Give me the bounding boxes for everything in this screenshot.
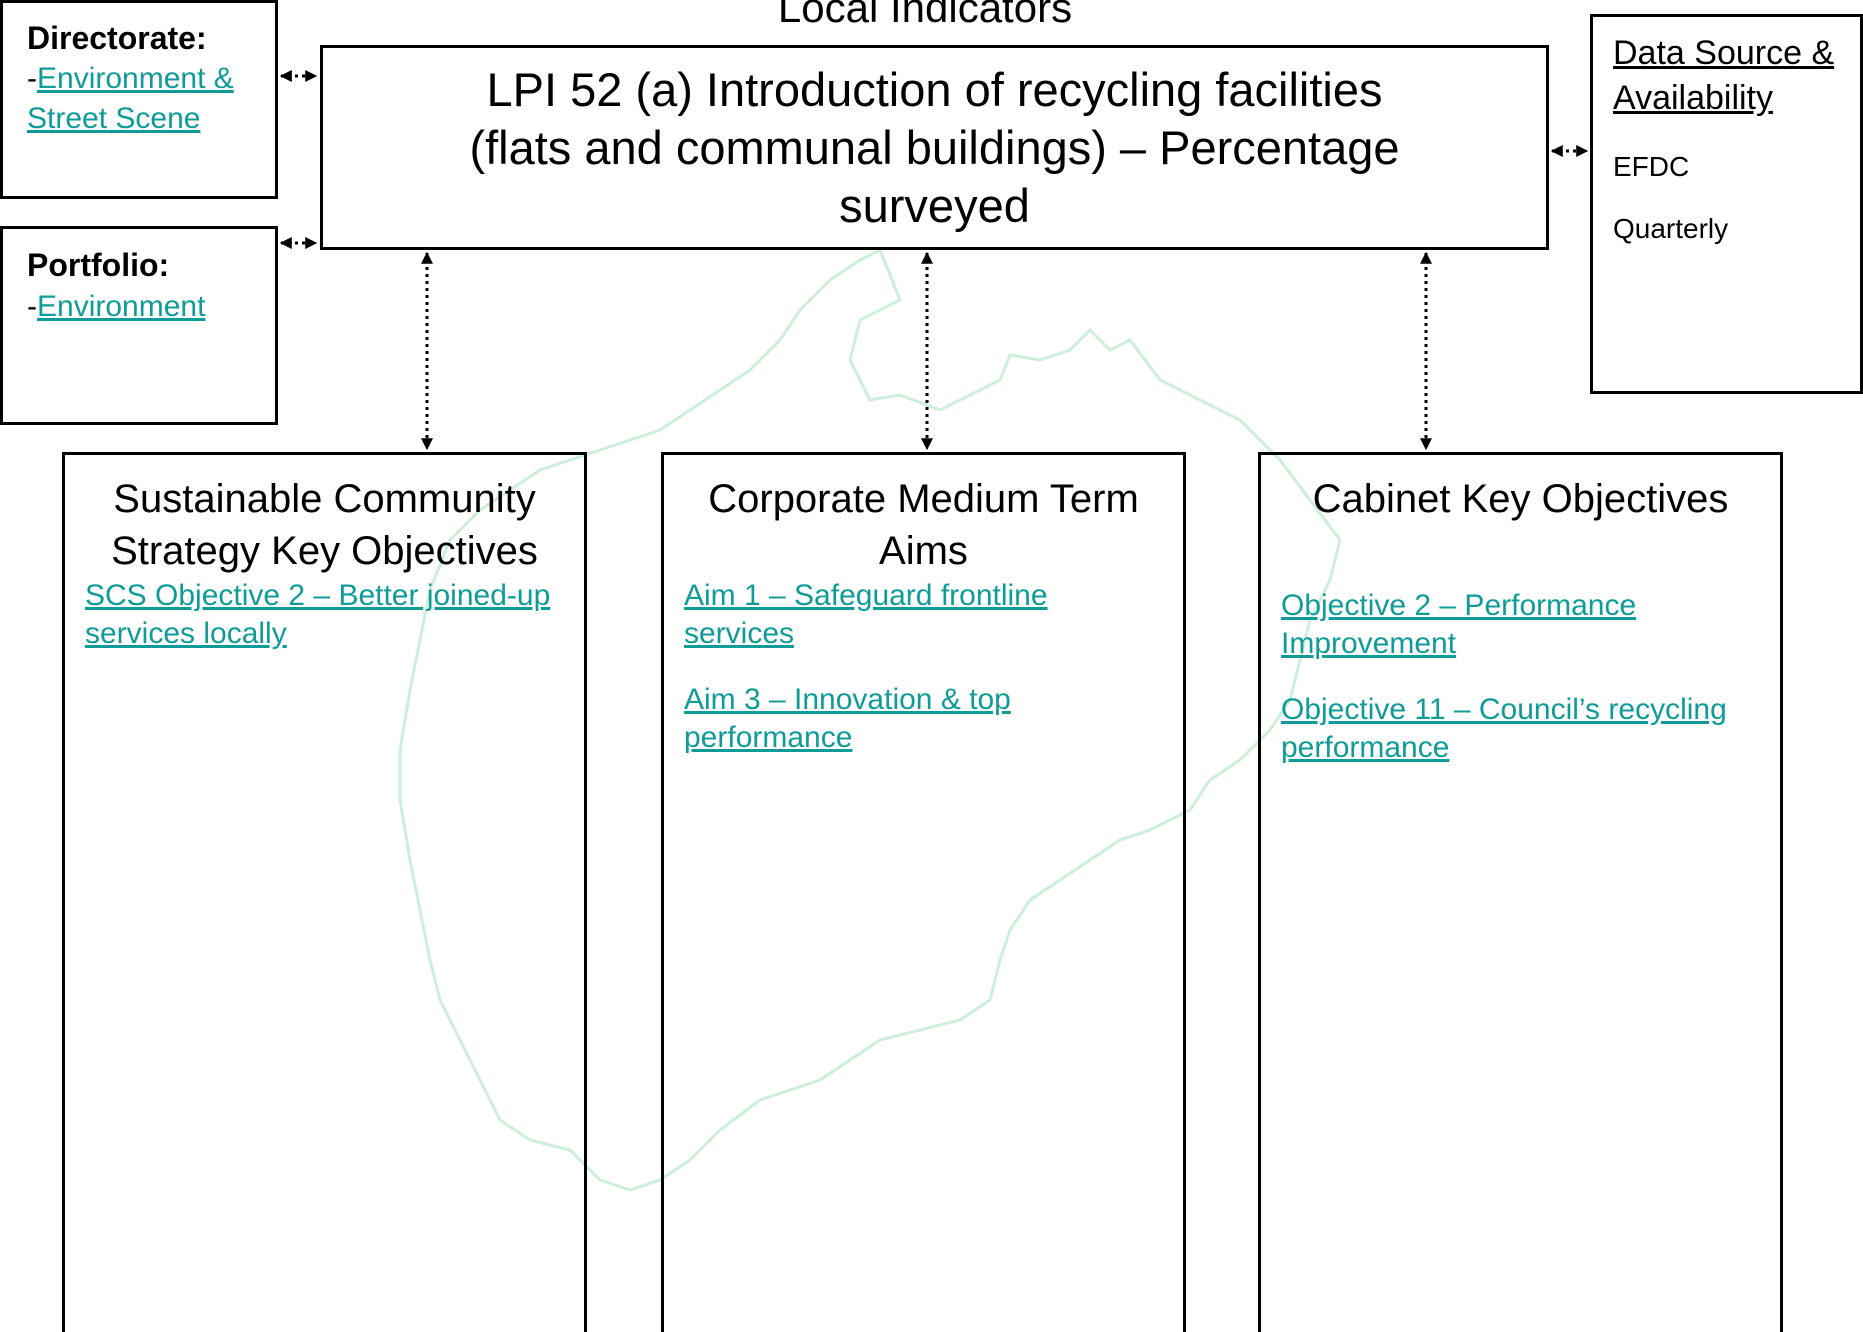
portfolio-link[interactable]: Environment	[37, 290, 206, 323]
portfolio-box: Portfolio: -Environment	[0, 226, 278, 425]
directorate-box: Directorate: -Environment & Street Scene	[0, 0, 278, 199]
portfolio-label: Portfolio:	[27, 247, 170, 283]
corporate-aims-list: Aim 1 – Safeguard frontline services Aim…	[664, 577, 1183, 757]
cabinet-objectives-list: Objective 2 – Performance Improvement Ob…	[1261, 587, 1780, 767]
directorate-link-row: -Environment & Street Scene	[27, 59, 257, 139]
corporate-aims-title: Corporate Medium Term Aims	[708, 477, 1139, 573]
scs-objectives-list: SCS Objective 2 – Better joined-up servi…	[65, 577, 584, 653]
data-source-title: Data Source & Availability	[1613, 34, 1835, 117]
cabinet-objectives-box: Cabinet Key Objectives Objective 2 – Per…	[1258, 452, 1783, 1332]
data-source-box: Data Source & Availability EFDC Quarterl…	[1590, 14, 1863, 394]
cabinet-objectives-title: Cabinet Key Objectives	[1312, 477, 1729, 521]
portfolio-link-row: -Environment	[27, 287, 275, 327]
page-title: Local Indicators	[777, 0, 1073, 31]
data-frequency-value: Quarterly	[1613, 213, 1729, 244]
indicator-box: LPI 52 (a) Introduction of recycling fac…	[320, 45, 1549, 250]
data-source-value: EFDC	[1613, 151, 1690, 182]
scs-objectives-box: Sustainable Community Strategy Key Objec…	[62, 452, 587, 1332]
directorate-link[interactable]: Environment & Street Scene	[27, 62, 234, 135]
cabinet-objective-link[interactable]: Objective 2 – Performance Improvement	[1281, 589, 1637, 660]
cabinet-objective-link[interactable]: Objective 11 – Council’s recycling perfo…	[1281, 693, 1727, 764]
directorate-prefix: -	[27, 62, 37, 95]
scs-objectives-title: Sustainable Community Strategy Key Objec…	[111, 477, 538, 573]
portfolio-prefix: -	[27, 290, 37, 323]
directorate-label: Directorate:	[27, 20, 207, 56]
corporate-aim-link[interactable]: Aim 3 – Innovation & top performance	[684, 683, 1011, 754]
corporate-aims-box: Corporate Medium Term Aims Aim 1 – Safeg…	[661, 452, 1186, 1332]
scs-objective-link[interactable]: SCS Objective 2 – Better joined-up servi…	[85, 579, 551, 650]
corporate-aim-link[interactable]: Aim 1 – Safeguard frontline services	[684, 579, 1048, 650]
indicator-title: LPI 52 (a) Introduction of recycling fac…	[469, 62, 1400, 232]
